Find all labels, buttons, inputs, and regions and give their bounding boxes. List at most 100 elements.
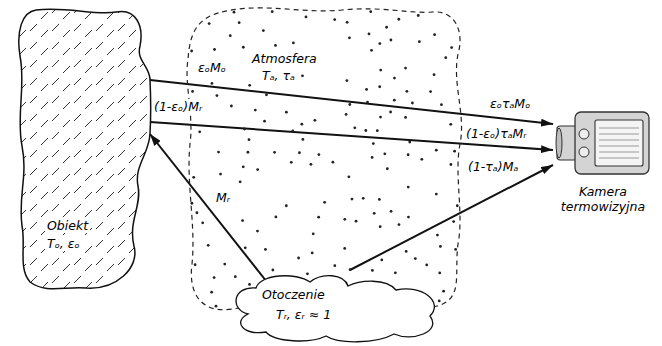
particle-dot	[298, 151, 301, 154]
particle-dot	[370, 49, 373, 52]
particle-dot	[215, 305, 218, 308]
particle-dot	[239, 180, 242, 183]
particle-dot	[312, 232, 315, 235]
particle-dot	[254, 109, 257, 112]
particle-dot	[435, 193, 438, 196]
surroundings-outline	[236, 276, 434, 342]
particle-dot	[368, 33, 371, 36]
particle-dot	[407, 153, 410, 156]
particle-dot	[313, 119, 316, 122]
particle-dot	[383, 152, 386, 155]
particle-dot	[333, 264, 336, 267]
particle-dot	[190, 202, 193, 205]
node-text: Obiekt	[45, 218, 90, 233]
particle-dot	[256, 230, 259, 233]
text-slot: Kamera termowizyjna	[553, 184, 653, 215]
particle-dot	[207, 244, 210, 247]
particle-dot	[244, 246, 247, 249]
particle-dot	[438, 272, 441, 275]
node-text: Kamera termowizyjna	[553, 184, 653, 214]
particle-dot	[311, 252, 314, 255]
particle-dot	[300, 123, 303, 126]
particle-dot	[453, 150, 456, 153]
atmosphere-cloud-shape	[182, 4, 468, 316]
particle-dot	[242, 46, 245, 49]
label-slot: (1-τₐ)Mₐ	[466, 157, 520, 175]
node-text: Tᵣ, εᵣ ≈ 1	[274, 307, 333, 322]
particle-dot	[262, 29, 265, 32]
particle-dot	[333, 18, 336, 21]
thermal-camera: Kamera termowizyjna	[553, 108, 655, 220]
particle-dot	[417, 14, 420, 17]
particle-dot	[234, 275, 237, 278]
particle-dot	[393, 99, 396, 102]
particle-dot	[407, 216, 410, 219]
particle-dot	[393, 77, 396, 80]
particle-dot	[248, 283, 251, 286]
particle-dot	[191, 90, 194, 93]
particle-dot	[394, 271, 397, 274]
particle-dot	[404, 116, 407, 119]
particle-dot	[450, 163, 453, 166]
particle-dot	[378, 198, 381, 201]
particle-dot	[223, 263, 226, 266]
edge-label: Mᵣ	[214, 190, 232, 205]
particle-dot	[346, 21, 349, 24]
particle-dot	[274, 215, 277, 218]
particle-dot	[290, 161, 293, 164]
particle-dot	[373, 212, 376, 215]
particle-dot	[365, 88, 368, 91]
particle-dot	[219, 173, 222, 176]
particle-dot	[271, 269, 274, 272]
particle-dot	[317, 153, 320, 156]
text-slot: Tᵣ, εᵣ ≈ 1	[274, 305, 333, 323]
particle-dot	[263, 120, 266, 123]
edge-label: εₒMₒ	[196, 60, 228, 75]
particle-dot	[449, 123, 452, 126]
particle-dot	[371, 156, 374, 159]
text-slot: Tₒ, εₒ	[45, 234, 82, 252]
particle-dot	[256, 168, 259, 171]
particle-dot	[429, 90, 432, 93]
particle-dot	[301, 74, 304, 77]
particle-dot	[291, 130, 294, 133]
particle-dot	[198, 130, 201, 133]
particle-dot	[230, 105, 233, 108]
particle-dot	[306, 272, 309, 275]
particle-dot	[349, 268, 352, 271]
particle-dot	[248, 138, 251, 141]
particle-dot	[192, 176, 195, 179]
text-slot: Atmosfera	[250, 49, 319, 67]
particle-dot	[196, 211, 199, 214]
particle-dot	[292, 42, 295, 45]
particle-dot	[343, 247, 346, 250]
radiation-arrow	[150, 80, 553, 124]
particle-dot	[229, 34, 232, 37]
radiation-label: εₒτₐMₒ	[488, 96, 532, 111]
particle-dot	[380, 259, 383, 262]
particle-dot	[216, 94, 219, 97]
particle-dot	[285, 204, 288, 207]
particle-dot	[353, 126, 356, 129]
particle-dot	[440, 103, 443, 106]
particle-dot	[390, 210, 393, 213]
text-slot: Tₐ, τₐ	[260, 66, 297, 84]
particle-dot	[210, 291, 213, 294]
particle-dot	[264, 248, 267, 251]
radiation-arrow	[150, 134, 265, 280]
particle-dot	[285, 111, 288, 114]
edge-label: (1-εₒ)Mᵣ	[152, 99, 204, 114]
particle-dot	[433, 33, 436, 36]
radiation-arrow	[350, 165, 553, 270]
label-slot: (1-εₒ)Mᵣ	[152, 97, 204, 115]
particle-dot	[213, 276, 216, 279]
particle-dot	[389, 111, 392, 114]
particle-dot	[345, 113, 348, 116]
particle-dot	[248, 84, 251, 87]
particle-dot	[369, 10, 372, 13]
particle-dot	[366, 101, 369, 104]
particle-dot	[452, 220, 455, 223]
particle-dot	[233, 11, 236, 14]
particle-dot	[238, 21, 241, 24]
node-text: Tₒ, εₒ	[45, 236, 82, 251]
